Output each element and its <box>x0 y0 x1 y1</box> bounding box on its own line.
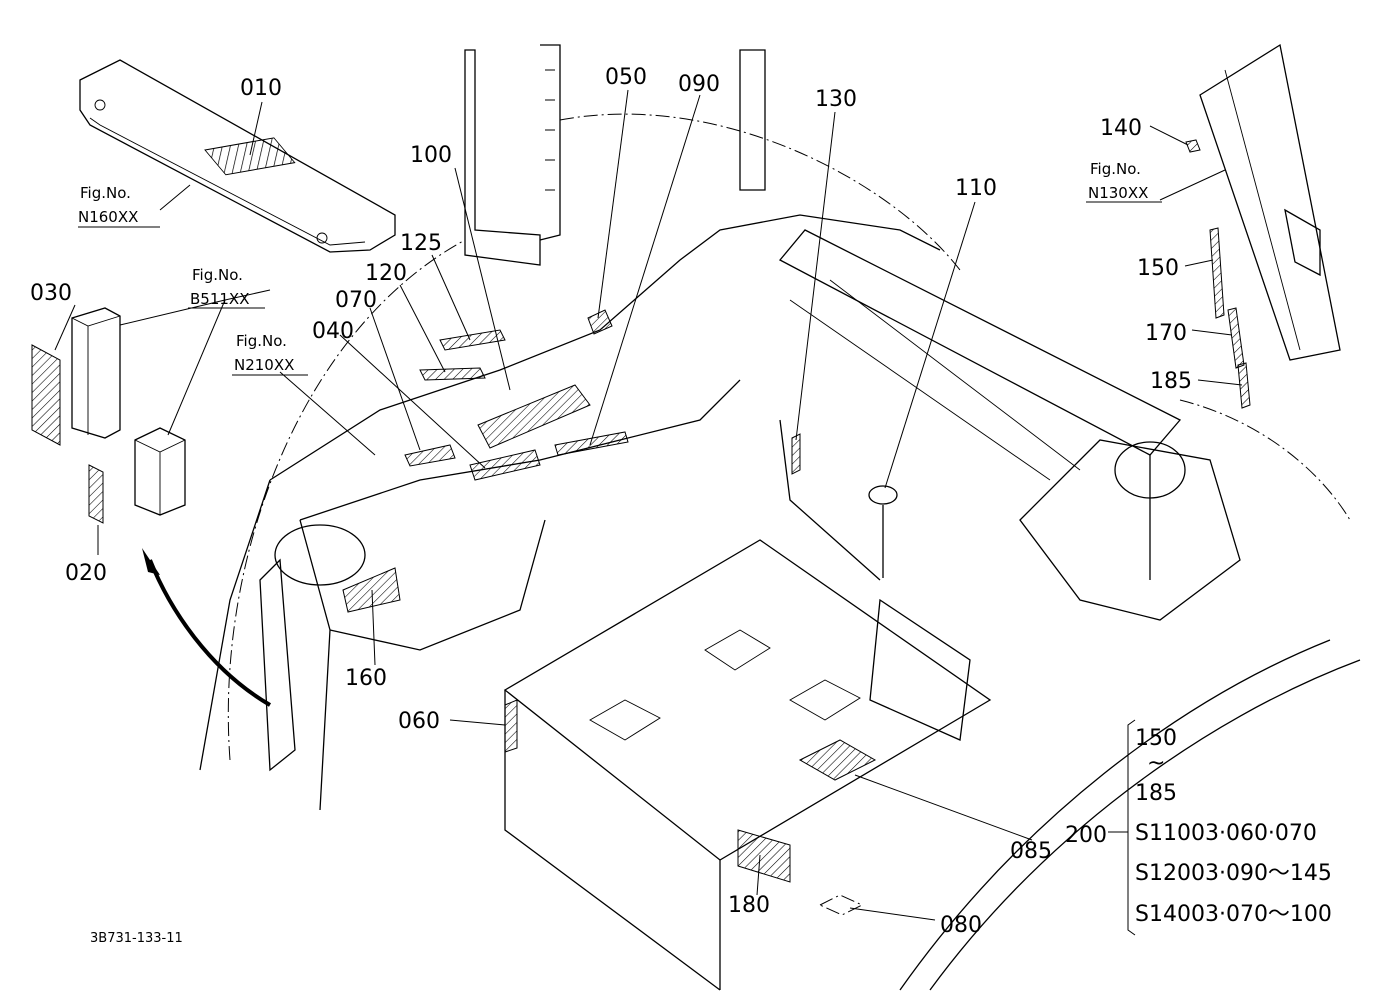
label-100: 100 <box>410 143 452 168</box>
label-080: 080 <box>940 913 982 938</box>
label-020: 020 <box>65 561 107 586</box>
cab-structure <box>142 44 1361 991</box>
fig-ref-n130-code: N130XX <box>1088 184 1148 202</box>
pillar-trim <box>1185 43 1341 409</box>
decal-020 <box>88 464 104 524</box>
fig-ref-n210-title: Fig.No. <box>236 332 287 350</box>
label-150: 150 <box>1137 256 1179 281</box>
decal-130 <box>791 433 801 475</box>
fig-ref-b511-title: Fig.No. <box>192 266 243 284</box>
label-085: 085 <box>1010 839 1052 864</box>
label-060: 060 <box>398 709 440 734</box>
decal-010 <box>204 137 296 176</box>
label-180: 180 <box>728 893 770 918</box>
label-185: 185 <box>1150 369 1192 394</box>
decal-085 <box>798 739 877 781</box>
fig-ref-n160-title: Fig.No. <box>80 184 131 202</box>
label-160: 160 <box>345 666 387 691</box>
fig-ref-n210-code: N210XX <box>234 356 294 374</box>
label-125: 125 <box>400 231 442 256</box>
drawing-id: 3B731-133-11 <box>90 931 183 946</box>
figure-references: Fig.No. N160XX Fig.No. B511XX Fig.No. N2… <box>78 160 1162 376</box>
label-170: 170 <box>1145 321 1187 346</box>
decal-050 <box>587 309 613 335</box>
seal-150 <box>1209 227 1225 319</box>
group-note: 150 ~ 185 S11003·060·070 S12003·090～145 … <box>1135 726 1332 927</box>
fig-ref-n160-code: N160XX <box>78 208 138 226</box>
seal-185 <box>1237 362 1251 409</box>
seal-140 <box>1185 139 1201 153</box>
label-070: 070 <box>335 288 377 313</box>
note-range-sep: ~ <box>1147 751 1165 776</box>
note-line-2: S12003·090～145 <box>1135 861 1332 886</box>
label-030: 030 <box>30 281 72 306</box>
label-110: 110 <box>955 176 997 201</box>
note-line-3: S14003·070～100 <box>1135 902 1332 927</box>
decal-030 <box>31 344 61 446</box>
note-range-start: 150 <box>1135 726 1177 751</box>
left-loose-parts <box>31 307 186 524</box>
decal-080 <box>818 894 864 916</box>
note-line-1: S11003·060·070 <box>1135 821 1317 846</box>
label-010: 010 <box>240 76 282 101</box>
label-120: 120 <box>365 261 407 286</box>
leader-lines <box>54 89 1243 936</box>
decal-060 <box>504 699 518 753</box>
label-130: 130 <box>815 87 857 112</box>
label-090: 090 <box>678 72 720 97</box>
label-050: 050 <box>605 65 647 90</box>
label-140: 140 <box>1100 116 1142 141</box>
label-200: 200 <box>1065 823 1107 848</box>
part-labels: 010 030 020 040 070 120 125 100 050 090 … <box>30 65 1192 938</box>
sun-visor <box>79 59 396 253</box>
fig-ref-n130-title: Fig.No. <box>1090 160 1141 178</box>
fig-ref-b511-code: B511XX <box>190 290 249 308</box>
seal-170 <box>1227 307 1245 369</box>
note-range-end: 185 <box>1135 781 1177 806</box>
label-040: 040 <box>312 319 354 344</box>
decal-180 <box>737 829 791 883</box>
decal-160 <box>342 567 401 613</box>
